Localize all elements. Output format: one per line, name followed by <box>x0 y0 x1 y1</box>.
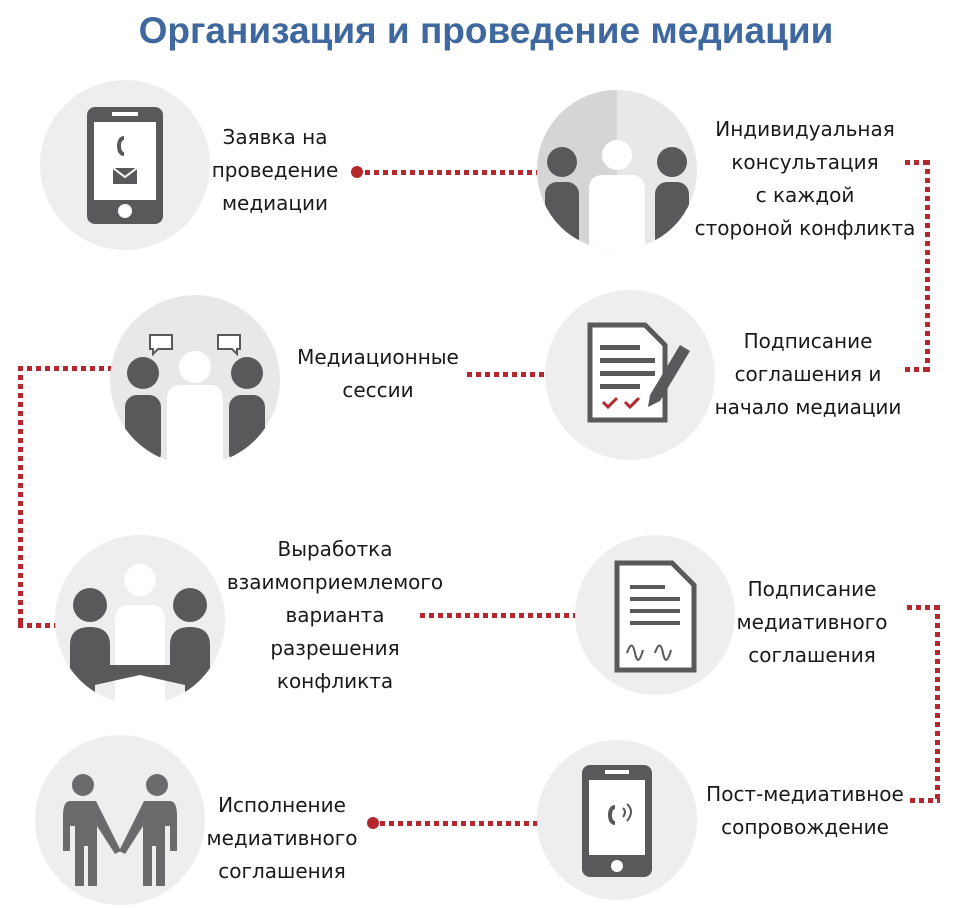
connector-6-7-top <box>907 605 940 610</box>
document-sign-icon <box>545 290 715 460</box>
phone-message-icon <box>40 80 210 250</box>
start-dot <box>351 166 363 178</box>
mediator-with-parties-icon <box>537 90 697 250</box>
handshake-icon <box>55 535 225 705</box>
connector-6-7-bottom <box>910 798 940 803</box>
connector-7-8 <box>380 821 540 826</box>
mediation-session-icon <box>110 295 280 465</box>
connector-4-5-top <box>18 366 116 371</box>
connector-5-6 <box>420 613 578 618</box>
connector-2-3-top <box>905 160 932 165</box>
connector-4-5-bottom <box>18 623 60 628</box>
connector-3-4 <box>467 372 547 377</box>
connector-1-2 <box>365 170 540 175</box>
signed-agreement-icon <box>575 535 735 695</box>
end-dot <box>367 817 379 829</box>
page-title: Организация и проведение медиации <box>138 10 834 51</box>
connector-2-3-side <box>925 160 930 372</box>
connector-4-5-side <box>18 366 23 628</box>
connector-6-7-side <box>935 605 940 803</box>
connector-2-3-bottom <box>905 367 930 372</box>
two-people-handshake-icon <box>35 735 205 905</box>
phone-call-icon <box>537 740 697 900</box>
